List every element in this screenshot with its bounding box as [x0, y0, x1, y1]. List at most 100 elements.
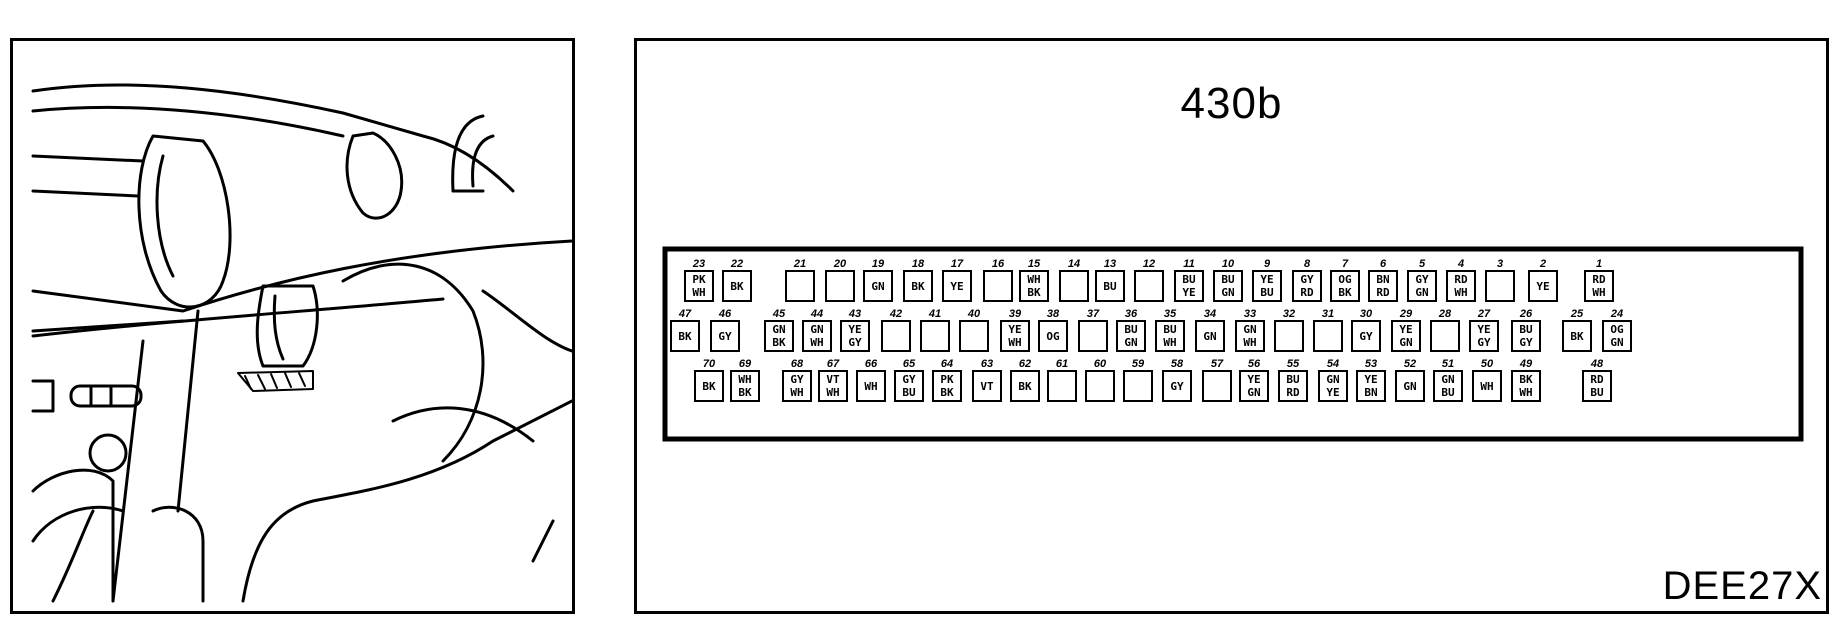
wire-color-label: GN: [871, 280, 884, 293]
pin-number: 46: [718, 308, 732, 320]
pin-cavity: [1059, 270, 1089, 302]
pin-number: 21: [793, 258, 806, 270]
pin-cavity: [1162, 370, 1192, 402]
wire-color-label: YE: [1247, 373, 1260, 386]
pin-number: 56: [1248, 358, 1261, 370]
pin-number: 36: [1125, 308, 1138, 320]
pin-number: 60: [1094, 358, 1107, 370]
pin-cavity: [1195, 320, 1225, 352]
pin-number: 43: [848, 308, 861, 320]
pin-number: 44: [810, 308, 823, 320]
wire-color-label: RD: [1286, 386, 1300, 399]
wire-color-label: WH: [864, 380, 877, 393]
pin-number: 14: [1068, 258, 1080, 270]
pin-number: 26: [1519, 308, 1533, 320]
pin-cavity: [972, 370, 1002, 402]
pin-number: 63: [981, 358, 993, 370]
pin-number: 8: [1304, 258, 1311, 270]
wire-color-label: BK: [940, 386, 954, 399]
wire-color-label: GY: [1519, 336, 1533, 349]
pin-cavity: [942, 270, 972, 302]
wire-color-label: YE: [1182, 286, 1195, 299]
connector-pin: 57: [1202, 358, 1232, 402]
pin-number: 38: [1047, 308, 1060, 320]
pin-number: 35: [1164, 308, 1177, 320]
wire-color-label: BU: [1260, 286, 1274, 299]
pin-number: 25: [1570, 308, 1584, 320]
wire-color-label: YE: [950, 280, 963, 293]
pin-cavity: [1123, 370, 1153, 402]
wire-color-label: BU: [1519, 323, 1533, 336]
pin-cavity: [1472, 370, 1502, 402]
wire-color-label: WH: [1243, 336, 1256, 349]
pin-cavity: [1368, 270, 1398, 302]
wire-color-label: OG: [1046, 330, 1060, 343]
pin-number: 50: [1481, 358, 1494, 370]
pin-cavity: [903, 270, 933, 302]
wire-color-label: GN: [1415, 286, 1428, 299]
pin-number: 15: [1028, 258, 1041, 270]
pin-cavity: [1433, 370, 1463, 402]
pin-number: 30: [1360, 308, 1373, 320]
wire-color-label: WH: [1163, 336, 1176, 349]
pin-cavity: [894, 370, 924, 402]
wire-color-label: BK: [702, 380, 716, 393]
connector-pin: 14: [1059, 258, 1089, 302]
pin-number: 1: [1596, 258, 1602, 270]
wire-color-label: BU: [1182, 273, 1196, 286]
wire-color-label: RD: [1300, 286, 1314, 299]
wire-color-label: YE: [848, 323, 861, 336]
wire-color-label: GY: [790, 373, 804, 386]
pin-number: 69: [739, 358, 752, 370]
pin-number: 58: [1171, 358, 1184, 370]
wire-color-label: GY: [1170, 380, 1184, 393]
pin-number: 5: [1419, 258, 1426, 270]
wire-color-label: BK: [772, 336, 786, 349]
pin-number: 6: [1380, 258, 1387, 270]
pin-cavity: [1134, 270, 1164, 302]
wire-color-label: GN: [1399, 336, 1412, 349]
pin-cavity: [1095, 270, 1125, 302]
connector-pin: 59: [1123, 358, 1153, 402]
pin-number: 7: [1342, 258, 1349, 270]
wire-color-label: YE: [1326, 386, 1339, 399]
wire-color-label: BK: [738, 386, 752, 399]
pin-number: 33: [1244, 308, 1256, 320]
wire-color-label: WH: [826, 386, 839, 399]
wire-color-label: WH: [1008, 336, 1021, 349]
pin-cavity: [1562, 320, 1592, 352]
pin-cavity: [1313, 320, 1343, 352]
wire-color-label: GN: [1247, 386, 1260, 399]
wire-color-label: GN: [1221, 286, 1234, 299]
pin-cavity: [825, 270, 855, 302]
pin-number: 37: [1087, 308, 1100, 320]
pin-number: 42: [889, 308, 902, 320]
connector-pin: 60: [1085, 358, 1115, 402]
wire-color-label: WH: [1480, 380, 1493, 393]
connector-pin: 40: [959, 308, 989, 352]
pin-number: 29: [1399, 308, 1413, 320]
pin-cavity: [764, 320, 794, 352]
wire-color-label: VT: [980, 380, 994, 393]
connector-pin: 16: [983, 258, 1013, 302]
pin-cavity: [710, 320, 740, 352]
dashboard-drawing: [31, 83, 572, 603]
